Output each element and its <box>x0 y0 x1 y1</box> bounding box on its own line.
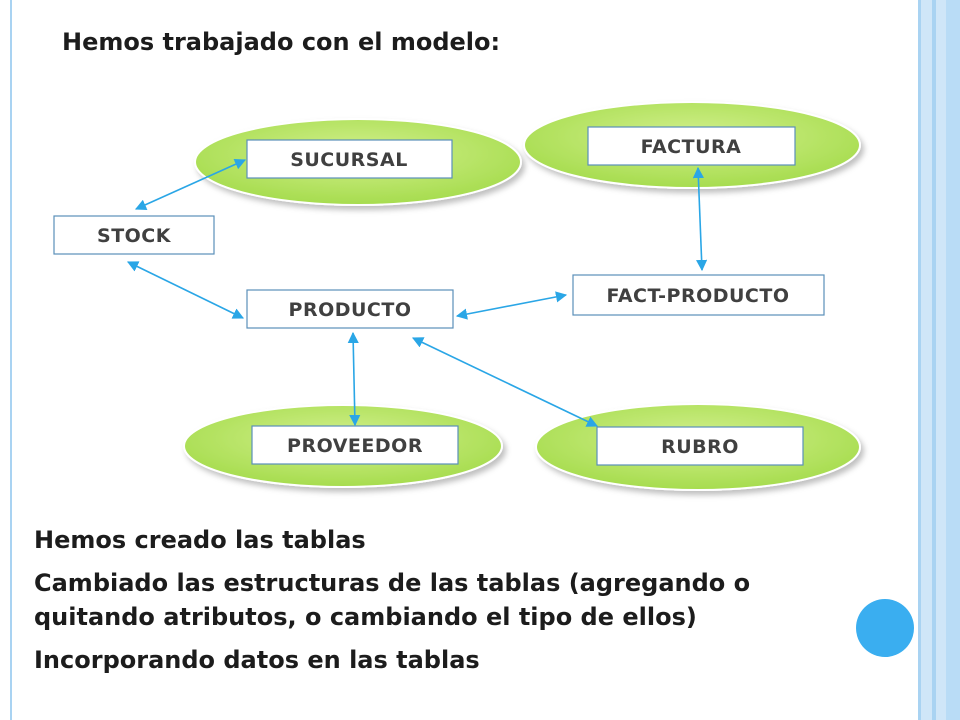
connector-factura-factproducto <box>692 166 708 272</box>
connector-stock-producto <box>126 261 245 319</box>
fact-producto-label: FACT-PRODUCTO <box>607 285 790 307</box>
proveedor-label: PROVEEDOR <box>287 435 423 457</box>
stock-label: STOCK <box>97 225 172 247</box>
connector-producto-proveedor <box>347 331 361 427</box>
note-created-tables: Hemos creado las tablas <box>34 526 366 554</box>
left-rule <box>10 0 12 720</box>
connector-producto-rubro <box>411 337 599 427</box>
connector-stock-sucursal <box>134 159 247 210</box>
note-changed-structures-line-2: quitando atributos, o cambiando el tipo … <box>34 603 697 631</box>
sucursal-box <box>246 139 453 179</box>
note-changed-structures: Cambiado las estructuras de las tablas (… <box>34 566 750 634</box>
sucursal-label: SUCURSAL <box>290 149 408 171</box>
producto-label: PRODUCTO <box>289 299 412 321</box>
connector-producto-factproducto <box>455 291 568 320</box>
note-incorporating-data: Incorporando datos en las tablas <box>34 646 480 674</box>
right-border-panel <box>918 0 960 720</box>
fact-producto-box <box>572 274 825 316</box>
proveedor-box <box>251 425 459 465</box>
border-stripe <box>918 0 921 720</box>
slide-title: Hemos trabajado con el modelo: <box>62 28 501 56</box>
factura-box <box>587 126 796 166</box>
note-changed-structures-line-1: Cambiado las estructuras de las tablas (… <box>34 569 751 597</box>
decorative-circle <box>856 599 914 657</box>
border-stripe <box>946 0 960 720</box>
rubro-label: RUBRO <box>661 436 739 458</box>
rubro-box <box>596 426 804 466</box>
stock-box <box>53 215 215 255</box>
producto-box <box>246 289 454 329</box>
factura-label: FACTURA <box>641 136 742 158</box>
border-stripe <box>932 0 936 720</box>
